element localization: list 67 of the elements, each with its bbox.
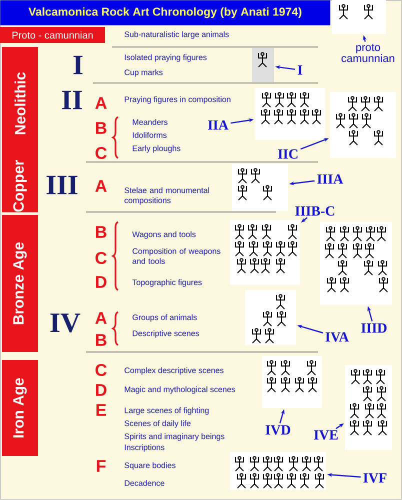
- phase-letter: C: [96, 146, 107, 160]
- phase-letter: D: [96, 384, 106, 396]
- phase-description: Decadence: [124, 480, 164, 486]
- rock-art-picture: [232, 164, 288, 211]
- period-numeral: III: [46, 176, 78, 194]
- callout-label: IIC: [278, 149, 298, 159]
- phase-letter: A: [95, 312, 107, 324]
- node-label: Neolithic: [14, 72, 26, 134]
- phase-description: Spirits and imaginary beings: [124, 433, 224, 441]
- phase-description: Descriptive scenes: [132, 330, 200, 338]
- phase-description: Large scenes of fighting: [124, 407, 209, 415]
- phase-letter: C: [96, 364, 107, 376]
- rock-art-picture: [332, 0, 386, 34]
- rock-art-picture: [262, 356, 322, 408]
- phase-description: Praying figures in composition: [124, 96, 230, 104]
- rock-art-picture: [230, 220, 300, 285]
- rock-art-picture: [230, 452, 326, 490]
- callout-label: IIIA: [317, 174, 344, 184]
- callout-label: IVA: [326, 332, 349, 342]
- callout-label: IIID: [361, 323, 387, 333]
- phase-letter: B: [96, 334, 106, 346]
- callout-label: IVE: [314, 430, 338, 440]
- rock-art-picture: [345, 365, 392, 450]
- period-band: Copper: [2, 160, 38, 212]
- phase-description: Complex descriptive scenes: [124, 367, 224, 375]
- period-numeral: IV: [50, 314, 80, 332]
- phase-description: Stelae and monumental compositions: [124, 187, 210, 205]
- period-numeral: I: [74, 56, 82, 74]
- rock-art-picture: [245, 290, 296, 345]
- callout-label: IVF: [363, 473, 386, 483]
- callout-label: IIA: [208, 120, 228, 130]
- title-bar: Valcamonica Rock Art Chronology (by Anati 1974): [0, 0, 330, 26]
- phase-letter: A: [95, 180, 107, 192]
- rock-art-picture: [252, 48, 274, 82]
- phase-description: Cup marks: [124, 69, 163, 77]
- callout-label: proto camunnian: [342, 44, 394, 62]
- rock-art-picture: [330, 92, 396, 158]
- rock-art-picture: [255, 88, 325, 140]
- phase-letter: B: [96, 122, 106, 134]
- phase-letter: F: [96, 460, 106, 472]
- node-label: Copper: [13, 160, 27, 212]
- rock-art-picture: [320, 222, 392, 305]
- phase-letter: A: [95, 97, 107, 109]
- phase-description: Wagons and tools: [132, 231, 196, 239]
- phase-letter: C: [96, 252, 107, 264]
- callout-label: IIIB-C: [295, 206, 334, 216]
- phase-description: Idoliforms: [132, 132, 167, 138]
- phase-description: Topographic figures: [132, 279, 202, 287]
- phase-description: Meanders: [132, 119, 168, 125]
- phase-description: Inscriptions: [124, 444, 164, 452]
- phase-letter: D: [96, 276, 106, 288]
- phase-letter: E: [96, 404, 106, 416]
- phase-description: Scenes of daily life: [124, 420, 191, 428]
- phase-description: Composition of weapons and tools: [132, 248, 220, 264]
- callout-label: I: [298, 65, 302, 75]
- period-band: Iron Age: [2, 360, 38, 456]
- period-band: Proto - camunnian: [0, 27, 105, 43]
- period-numeral: II: [62, 90, 82, 110]
- phase-description: Magic and mythological scenes: [124, 386, 236, 394]
- callout-label: IVD: [266, 425, 290, 435]
- phase-description: Early ploughs: [132, 145, 180, 153]
- period-band: Bronze Age: [2, 215, 38, 352]
- phase-description: Sub-naturalistic large animals: [124, 31, 229, 39]
- phase-description: Groups of animals: [132, 314, 197, 322]
- phase-letter: B: [96, 226, 106, 238]
- phase-description: Square bodies: [124, 462, 176, 470]
- phase-description: Isolated praying figures: [124, 54, 207, 62]
